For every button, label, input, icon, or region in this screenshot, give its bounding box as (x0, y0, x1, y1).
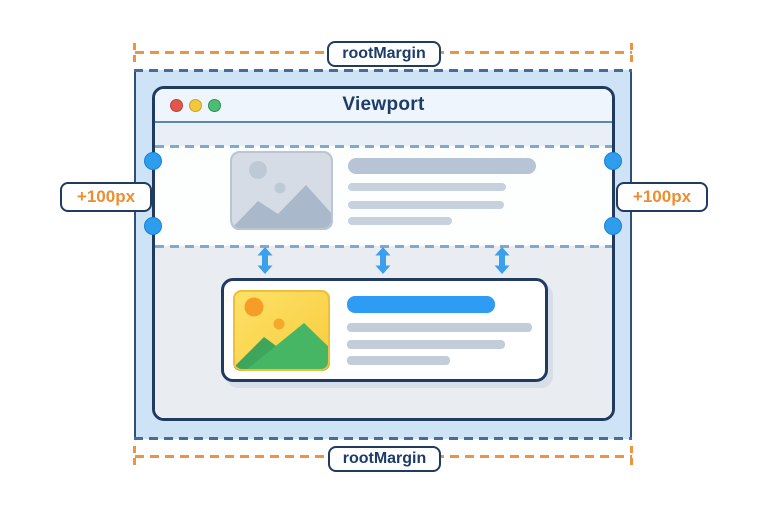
content-top-strip (155, 123, 612, 146)
target-text-line (347, 356, 450, 365)
margin-offset-label-left: +100px (60, 182, 152, 212)
root-margin-top-right-tick (630, 43, 633, 64)
root-margin-label-top: rootMargin (327, 41, 441, 67)
root-margin-bottom-left-tick (133, 446, 136, 467)
expanded-area-bottom-dashed-border (134, 437, 632, 440)
double-arrow-vertical-icon (494, 247, 510, 274)
root-margin-bottom-right-tick (630, 446, 633, 467)
traffic-light-yellow-icon (189, 98, 202, 112)
root-margin-top-left-tick (133, 43, 136, 64)
photo-image-icon (233, 290, 330, 371)
margin-handle-dot (144, 152, 162, 170)
margin-handle-dot (604, 217, 622, 235)
target-element-card (221, 278, 548, 382)
double-arrow-vertical-icon (257, 247, 273, 274)
expanded-area-top-dashed-border (134, 69, 632, 72)
window-title: Viewport (342, 94, 425, 115)
intersection-dashed-line-top (155, 145, 612, 148)
skeleton-heading-bar (348, 158, 536, 174)
margin-offset-label-right: +100px (616, 182, 708, 212)
traffic-light-green-icon (208, 98, 221, 112)
target-text-line (347, 340, 505, 349)
root-margin-label-bottom: rootMargin (328, 446, 441, 472)
skeleton-text-line (348, 201, 504, 209)
margin-handle-dot (144, 217, 162, 235)
traffic-light-red-icon (170, 98, 183, 112)
intersection-dashed-line-bottom (155, 245, 612, 248)
skeleton-text-line (348, 217, 452, 225)
window-titlebar: Viewport (155, 89, 612, 123)
target-text-line (347, 323, 532, 332)
margin-handle-dot (604, 152, 622, 170)
image-placeholder-icon (230, 151, 333, 230)
target-heading-bar (347, 296, 495, 313)
double-arrow-vertical-icon (375, 247, 391, 274)
skeleton-text-line (348, 183, 506, 191)
browser-window: Viewport (152, 86, 615, 421)
traffic-lights (155, 98, 221, 112)
